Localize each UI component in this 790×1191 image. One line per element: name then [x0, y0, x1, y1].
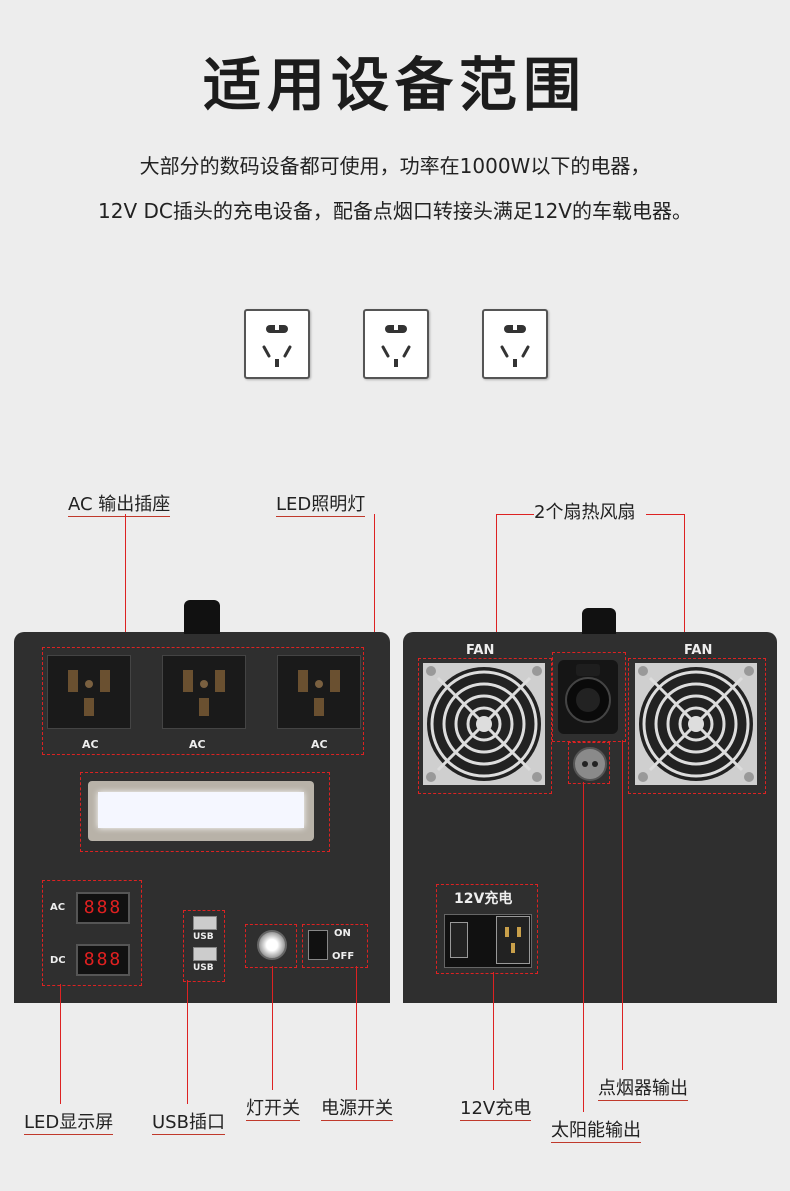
cigarette-socket-group	[552, 652, 626, 742]
fan-tag: FAN	[684, 643, 713, 658]
label-led-display: LED显示屏	[24, 1108, 114, 1135]
label-led-light: LED照明灯	[276, 490, 366, 517]
label-cigarette-output: 点烟器输出	[598, 1074, 688, 1101]
outlet-icon	[244, 309, 310, 379]
fan-group	[628, 658, 766, 794]
on-tag: ON	[334, 928, 351, 939]
off-tag: OFF	[332, 951, 355, 962]
label-charge-12v: 12V充电	[460, 1094, 532, 1121]
ac-tag: AC	[189, 738, 206, 751]
solar-port[interactable]	[573, 747, 607, 781]
meter-dc-tag: DC	[50, 955, 66, 966]
page-title: 适用设备范围	[202, 51, 587, 119]
ac-meter-display: 888	[76, 892, 130, 924]
charge-tag: 12V充电	[454, 891, 513, 907]
ac-tag: AC	[82, 738, 99, 751]
cigarette-socket[interactable]	[558, 660, 618, 734]
led-light	[98, 792, 304, 828]
fan-icon	[635, 663, 757, 785]
display-group	[42, 880, 142, 986]
solar-port-group	[568, 742, 610, 784]
fan-group	[418, 658, 552, 794]
usb-port[interactable]	[193, 947, 217, 961]
iec-power-inlet[interactable]	[496, 916, 530, 964]
label-ac-output: AC 输出插座	[68, 490, 171, 517]
power-rocker-switch[interactable]	[308, 930, 328, 960]
description-line-1: 大部分的数码设备都可使用，功率在1000W以下的电器，	[139, 154, 651, 178]
description-line-2: 12V DC插头的充电设备，配备点烟口转接头满足12V的车载电器。	[98, 199, 692, 223]
light-switch-group	[245, 924, 297, 968]
ac-tag: AC	[311, 738, 328, 751]
label-usb-port: USB插口	[152, 1108, 225, 1135]
label-light-switch: 灯开关	[246, 1094, 300, 1121]
fan-tag: FAN	[466, 643, 495, 658]
label-solar-output: 太阳能输出	[551, 1116, 641, 1143]
usb-tag: USB	[193, 963, 214, 973]
ac-socket-group	[42, 647, 364, 755]
charge-12v-group	[436, 884, 538, 974]
usb-group	[183, 910, 225, 982]
power-switch-group	[302, 924, 368, 968]
usb-tag: USB	[193, 932, 214, 942]
handle	[184, 600, 220, 634]
label-power-switch: 电源开关	[321, 1094, 393, 1121]
ac-socket[interactable]	[162, 655, 246, 729]
label-fans: 2个扇热风扇	[534, 502, 636, 523]
handle	[582, 608, 616, 634]
led-light-group	[80, 772, 330, 852]
ac-socket[interactable]	[277, 655, 361, 729]
charge-rocker-switch[interactable]	[450, 922, 468, 958]
fan-icon	[423, 663, 545, 785]
dc-meter-display: 888	[76, 944, 130, 976]
outlet-icon	[363, 309, 429, 379]
ac-socket[interactable]	[47, 655, 131, 729]
outlet-icon	[482, 309, 548, 379]
light-switch-button[interactable]	[257, 930, 287, 960]
usb-port[interactable]	[193, 916, 217, 930]
meter-ac-tag: AC	[50, 902, 66, 913]
